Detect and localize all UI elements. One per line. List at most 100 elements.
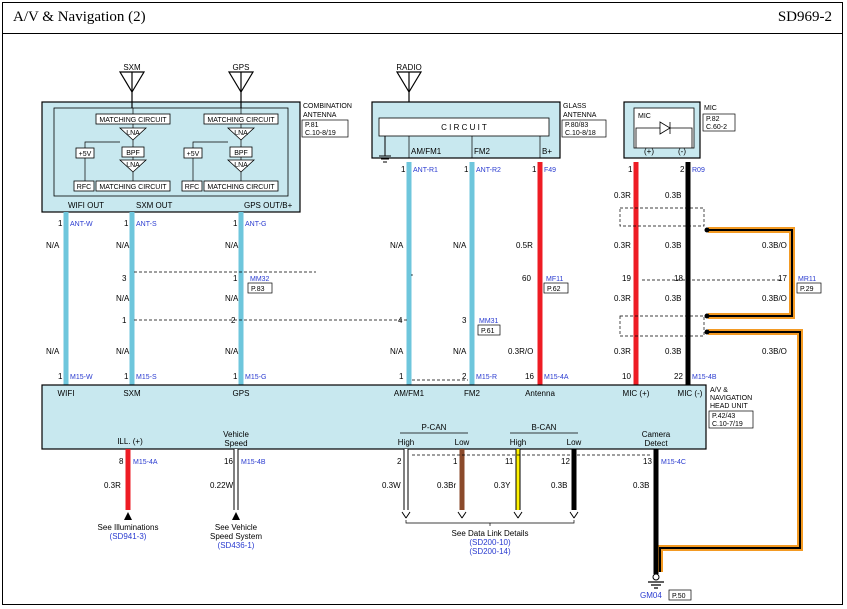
connector-id: ANT-R2: [476, 167, 501, 174]
rfc-box: [181, 180, 203, 192]
connector-id: ANT-G: [245, 221, 266, 228]
pin-number: 2: [231, 316, 236, 325]
head-unit-ref: P.42/43: [712, 413, 735, 420]
pin-label-amfm1: AM/FM1: [394, 389, 425, 398]
head-unit-label: A/V &: [710, 387, 728, 394]
pin-label-camera: Camera: [642, 430, 671, 439]
mic-plus-label: (+): [644, 147, 654, 156]
link-data-link-1[interactable]: (SD200-10): [469, 538, 511, 547]
pin-number: 13: [643, 457, 652, 466]
pin-number: 16: [224, 457, 233, 466]
wire-spec: N/A: [453, 347, 467, 356]
glass-antenna-label-2: ANTENNA: [563, 112, 597, 119]
shield-wire-upper: [704, 227, 795, 319]
gps-label: GPS: [233, 63, 250, 72]
connector-id: M15-4C: [661, 459, 686, 466]
wire-spec: N/A: [46, 241, 60, 250]
head-unit-box: [41, 384, 707, 450]
bottom-wires: 8 M15-4A 16 M15-4B 2 1 11 12 13 M15-4C 0…: [98, 449, 692, 601]
pcan-low-label: Low: [455, 438, 470, 447]
mic-ref: P.82: [706, 116, 720, 123]
page-ref: P.61: [481, 328, 495, 335]
combination-antenna-label-2: ANTENNA: [303, 112, 337, 119]
pin-number: 3: [122, 274, 127, 283]
sxm-out-label: SXM OUT: [136, 201, 173, 210]
mic-minus-label: (-): [678, 147, 686, 156]
wire-spec: N/A: [390, 241, 404, 250]
connector-id: ANT-S: [136, 221, 157, 228]
note-vehicle-speed-2: Speed System: [210, 532, 262, 541]
note-illuminations: See Illuminations: [98, 523, 159, 532]
connector-id: M15-4B: [241, 459, 266, 466]
fm2-label: FM2: [474, 147, 491, 156]
ground-id: GM04: [640, 591, 662, 600]
matching-circuit-label: MATCHING CIRCUIT: [99, 184, 167, 191]
link-vehicle-speed[interactable]: (SD436-1): [218, 541, 255, 550]
pin-number: 1: [464, 165, 469, 174]
connector-id: M15-4A: [544, 374, 569, 381]
rfc-box: [73, 180, 95, 192]
plus5v-label: +5V: [79, 151, 92, 158]
pin-label-speed: Speed: [224, 439, 247, 448]
combination-antenna: SXM GPS MATCHING CIRCUIT LNA BPF LNA +5V…: [41, 63, 352, 213]
page-ref: P.29: [800, 286, 814, 293]
wire-spec: 0.3R: [614, 347, 631, 356]
connector-id: F49: [544, 167, 556, 174]
pin-number: 18: [674, 274, 683, 283]
pin-number: 1: [233, 219, 238, 228]
glass-circuit-label: C I R C U I T: [441, 123, 487, 132]
wire-spec: 0.3R: [104, 481, 121, 490]
head-unit-ref-2: C.10-7/19: [712, 421, 743, 428]
head-unit-label-3: HEAD UNIT: [710, 403, 748, 410]
connector-id: MR11: [798, 276, 816, 283]
wire-spec: N/A: [116, 347, 130, 356]
shield-wire-lower: [657, 329, 803, 572]
pin-label-gps: GPS: [233, 389, 250, 398]
gps-out-label: GPS OUT/B+: [244, 201, 293, 210]
ground-icon: [379, 136, 391, 163]
diagram-code: SD969-2: [777, 9, 832, 25]
note-data-link: See Data Link Details: [452, 529, 529, 538]
connector-id: MM32: [250, 276, 270, 283]
plus5v-label: +5V: [187, 151, 200, 158]
pin-number: 8: [119, 457, 124, 466]
head-unit: WIFI SXM GPS AM/FM1 FM2 Antenna MIC (+) …: [41, 384, 754, 450]
link-illuminations[interactable]: (SD941-3): [110, 532, 147, 541]
link-data-link-2[interactable]: (SD200-14): [469, 547, 511, 556]
page-ref: P.62: [547, 286, 561, 293]
pin-number: 4: [398, 316, 403, 325]
pin-label-antenna: Antenna: [525, 389, 555, 398]
mic-ref-2: C.60-2: [706, 124, 727, 131]
pin-number: 1: [58, 219, 63, 228]
pin-number: 1: [122, 316, 127, 325]
wire-spec: N/A: [225, 347, 239, 356]
wire-spec: 0.3B: [665, 241, 681, 250]
connector-id: MF11: [546, 276, 563, 283]
pin-number: 16: [525, 372, 534, 381]
connector-id: M15-W: [70, 374, 93, 381]
matching-circuit-label: MATCHING CIRCUIT: [207, 184, 275, 191]
glass-antenna-ref: P.80/83: [565, 122, 588, 129]
page-title: A/V & Navigation (2): [13, 9, 146, 25]
header-bar: A/V & Navigation (2) SD969-2: [3, 3, 842, 34]
sxm-label: SXM: [123, 63, 141, 72]
wire-spec: 0.3B: [633, 481, 649, 490]
pin-number: 3: [462, 316, 467, 325]
wire-spec: 0.3B: [551, 481, 567, 490]
connector-id: M15-G: [245, 374, 266, 381]
pin-number: 1: [124, 372, 129, 381]
bcan-label: B-CAN: [532, 423, 557, 432]
matching-circuit-label: MATCHING CIRCUIT: [99, 117, 167, 124]
wire-spec: 0.3B: [665, 294, 681, 303]
connector-id: M15-4B: [692, 374, 717, 381]
note-vehicle-speed: See Vehicle: [215, 523, 258, 532]
pin-label-detect: Detect: [644, 439, 668, 448]
wire-spec: N/A: [225, 241, 239, 250]
wire-spec: N/A: [453, 241, 467, 250]
pin-number: 1: [233, 372, 238, 381]
pin-label-sxm: SXM: [123, 389, 141, 398]
pin-number: 1: [124, 219, 129, 228]
combination-antenna-inner: [53, 107, 289, 197]
pin-number: 1: [233, 274, 238, 283]
